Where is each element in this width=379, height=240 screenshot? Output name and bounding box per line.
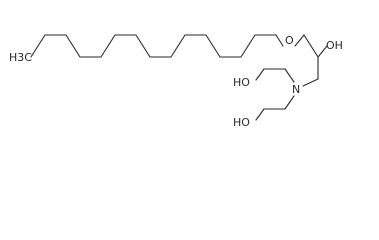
- ether-oxygen-label: O: [285, 34, 294, 47]
- amine-nitrogen-label: N: [292, 83, 300, 96]
- bond-nitrogen-to-lower-ch2: [284, 95, 295, 110]
- bond-upper-ch2-to-oh: [255, 68, 265, 81]
- lower-hydroxyl-label: HO: [233, 116, 250, 129]
- upper-hydroxyl-label: HO: [233, 76, 250, 89]
- bond-ch2-to-choh: [303, 34, 319, 58]
- structure-diagram: H3C O OH N HO HO: [9, 34, 343, 129]
- methyl-label: H3C: [9, 51, 32, 64]
- secondary-hydroxyl-label: OH: [326, 39, 343, 52]
- bond-chain-to-ether-oxygen: [275, 34, 284, 47]
- bond-ch2-to-nitrogen: [302, 78, 319, 87]
- bond-nitrogen-to-upper-ch2: [284, 68, 295, 83]
- bond-ether-oxygen-to-ch2: [294, 34, 305, 47]
- bond-lower-ch2-to-oh: [255, 108, 265, 121]
- alkyl-chain-bonds: [30, 34, 277, 58]
- bond-choh-to-oh: [317, 45, 328, 58]
